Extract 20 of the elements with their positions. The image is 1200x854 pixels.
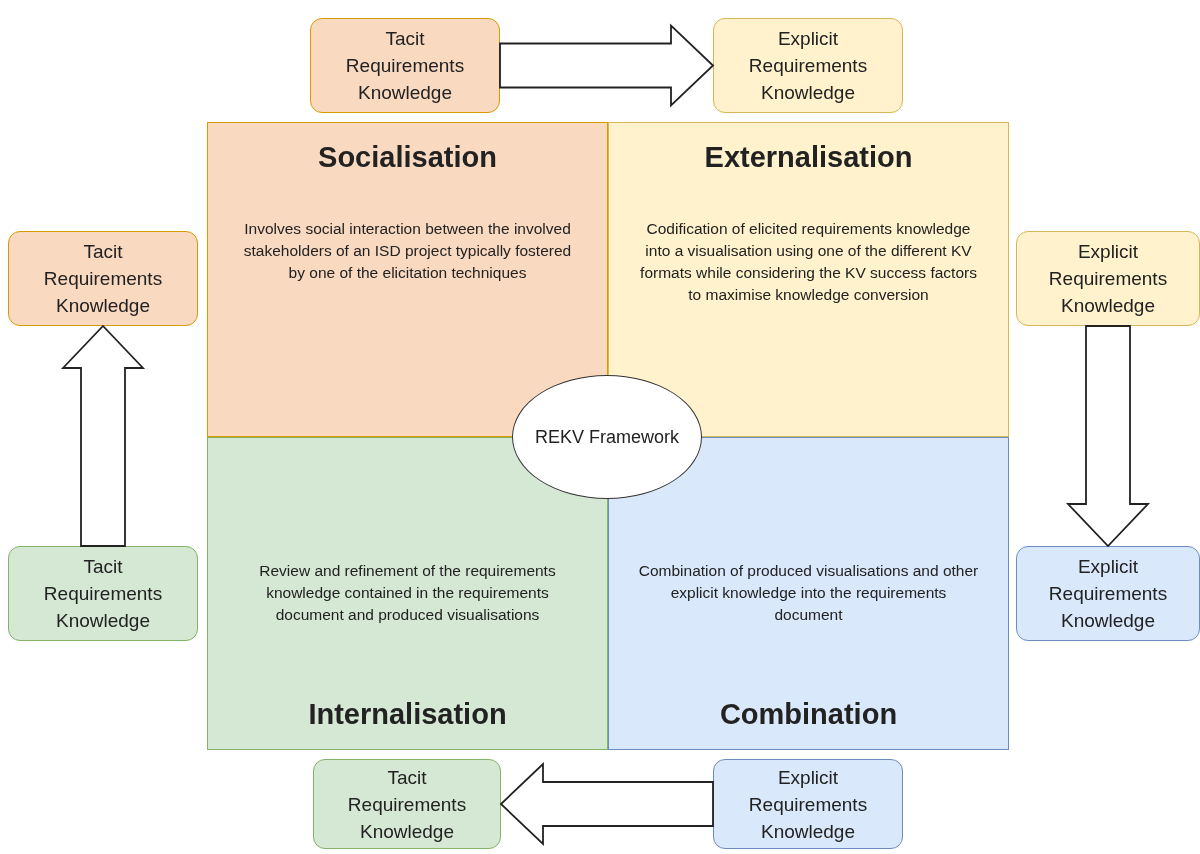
quadrant-heading: Combination (719, 698, 898, 731)
quadrant-heading: Socialisation (318, 141, 497, 174)
knowledge-box: Tacit Requirements Knowledge (313, 759, 501, 849)
quadrant-description: Involves social interaction between the involved stakeholders of an ISD project typically fostered by one of the elicitation techniques (242, 219, 573, 283)
knowledge-box: Tacit Requirements Knowledge (8, 231, 198, 326)
knowledge-box: Tacit Requirements Knowledge (310, 18, 500, 113)
quadrant-description: Codification of elicited requirements knowledge into a visualisation using one of the different KV formats while considering the KV success factors to maximise knowledge conversion (639, 219, 978, 305)
quadrant-description: Combination of produced visualisations and other explicit knowledge into the requirements document (637, 561, 980, 625)
quadrant-description: Review and refinement of the requirements knowledge contained in the requirements document and produced visualisations (258, 561, 557, 625)
block-arrow (60, 324, 146, 547)
quadrant-heading: Internalisation (308, 698, 507, 731)
knowledge-box: Explicit Requirements Knowledge (1016, 231, 1200, 326)
block-arrow (1065, 325, 1151, 548)
knowledge-box: Explicit Requirements Knowledge (713, 18, 903, 113)
block-arrow (499, 23, 715, 108)
quadrant-heading: Externalisation (704, 141, 913, 174)
block-arrow (499, 761, 714, 847)
knowledge-box: Explicit Requirements Knowledge (713, 759, 903, 849)
knowledge-box: Tacit Requirements Knowledge (8, 546, 198, 641)
knowledge-box: Explicit Requirements Knowledge (1016, 546, 1200, 641)
